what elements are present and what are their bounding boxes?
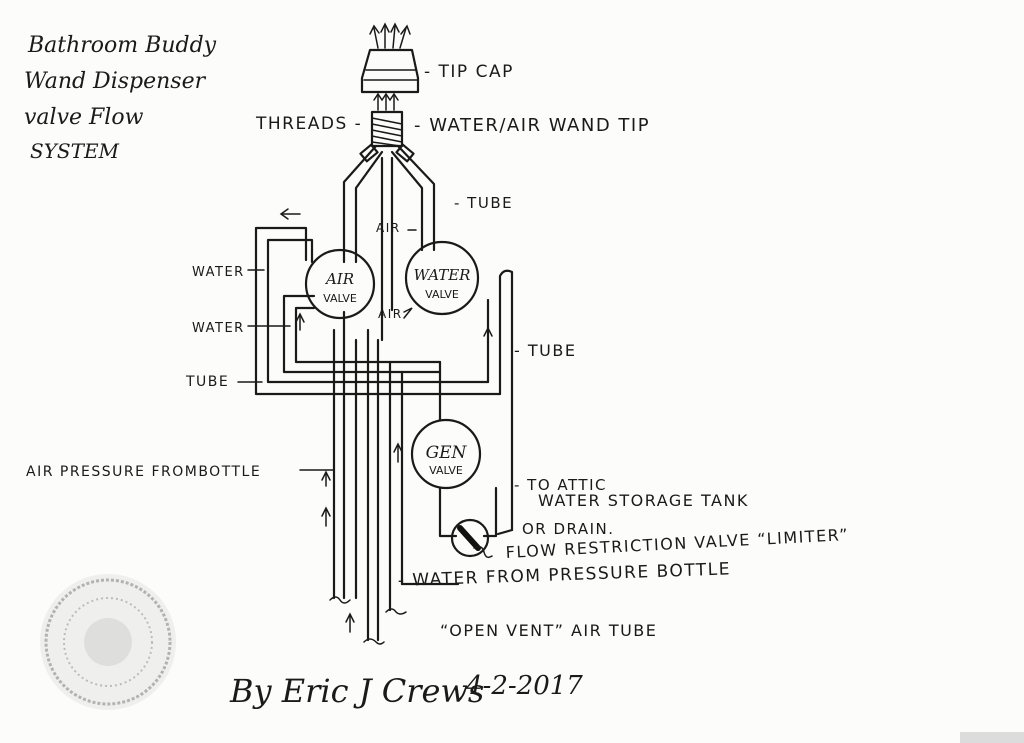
air-valve-subtitle: VALVE: [323, 292, 357, 305]
scan-edge: [960, 732, 1024, 743]
label-water-1: WATER: [192, 265, 245, 280]
water-valve-title: WATER: [414, 266, 471, 284]
label-tube-top: - TUBE: [454, 194, 513, 212]
signature: By Eric J Crews 4-2-2017: [229, 671, 583, 710]
tip-cap: [360, 48, 420, 94]
water-valve-subtitle: VALVE: [425, 288, 459, 301]
title-line-4: SYSTEM: [30, 139, 120, 163]
title-line-2: Wand Dispenser: [24, 69, 207, 94]
gen-valve: GEN VALVE: [410, 418, 482, 490]
air-valve-title: AIR: [324, 270, 354, 288]
air-valve: AIR VALVE: [304, 248, 376, 320]
tube-network: [254, 143, 514, 645]
signature-date: 4-2-2017: [465, 671, 583, 701]
label-air-pressure: AIR PRESSURE FROMBOTTLE: [26, 464, 261, 480]
gen-valve-title: GEN: [426, 443, 468, 463]
label-tube-left: TUBE: [185, 374, 229, 390]
label-tube-right: - TUBE: [514, 341, 576, 360]
water-valve: WATER VALVE: [404, 240, 480, 316]
label-water-from-bottle: - WATER FROM PRESSURE BOTTLE: [397, 559, 731, 591]
label-attic-3: OR DRAIN.: [522, 520, 615, 538]
flow-restriction-limiter: [450, 518, 493, 559]
spray-arrows: [369, 22, 411, 49]
diagram-title: Bathroom Buddy Wand Dispenser valve Flow…: [24, 33, 217, 163]
label-wand-tip: - WATER/AIR WAND TIP: [414, 115, 650, 136]
label-open-vent: “OPEN VENT” AIR TUBE: [440, 621, 657, 640]
label-threads: THREADS -: [255, 114, 362, 134]
wand-tip: [370, 110, 404, 148]
label-attic-2: WATER STORAGE TANK: [538, 491, 749, 510]
leader-lines: [237, 229, 417, 471]
label-attic-1: - TO ATTIC: [514, 476, 607, 494]
title-line-1: Bathroom Buddy: [27, 33, 217, 58]
tip-arrows: [373, 92, 399, 111]
labels: - TIP CAP THREADS - - WATER/AIR WAND TIP…: [26, 62, 849, 640]
label-air-upper: AIR: [376, 221, 401, 235]
label-tip-cap: - TIP CAP: [424, 62, 514, 82]
stamp-seal: [40, 574, 176, 710]
flow-arrows: [279, 208, 493, 633]
gen-valve-subtitle: VALVE: [429, 464, 463, 477]
title-line-3: valve Flow: [24, 105, 144, 130]
signature-name: By Eric J Crews: [229, 672, 484, 710]
label-water-2: WATER: [192, 321, 245, 336]
label-air-lower: AIR: [378, 307, 403, 321]
